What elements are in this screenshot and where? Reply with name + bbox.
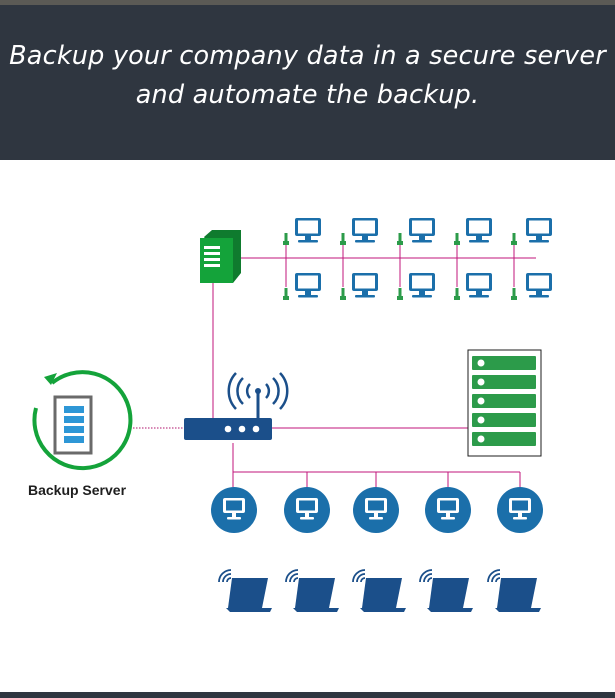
workstation-circle-icon [497, 487, 543, 533]
desktop-monitor-icon [526, 273, 552, 298]
backup-server-label: Backup Server [28, 482, 127, 498]
workstation-circle-icon [211, 487, 257, 533]
workstation-circle-icon [425, 487, 471, 533]
title-banner: Backup your company data in a secure ser… [0, 5, 615, 160]
desktop-monitor-icon [409, 218, 435, 243]
desktop-monitor-icon [409, 273, 435, 298]
bottom-edge-line [0, 692, 615, 698]
desktop-monitor-icon [295, 218, 321, 243]
banner-title-line-2: and automate the backup. [135, 80, 480, 110]
banner-title-line-1: Backup your company data in a secure ser… [9, 41, 606, 71]
wireless-laptop-icon [487, 569, 541, 612]
wireless-laptop-icon [419, 569, 473, 612]
wifi-router-icon [184, 372, 289, 440]
desktop-monitor-icon [526, 218, 552, 243]
wireless-laptop-icon [218, 569, 272, 612]
server-rack-icon [467, 349, 542, 457]
backup-sync-icon [32, 370, 133, 471]
desktop-monitor-icon [352, 218, 378, 243]
desktop-monitor-icon [295, 273, 321, 298]
wireless-laptop-icon [285, 569, 339, 612]
desktop-monitor-icon [466, 218, 492, 243]
network-links [212, 245, 536, 487]
wireless-laptop-icon [352, 569, 406, 612]
desktop-monitor-icon [466, 273, 492, 298]
workstation-circle-icon [353, 487, 399, 533]
tower-server-icon [200, 230, 241, 283]
top-edge-line [0, 0, 615, 5]
desktop-monitor-icon [352, 273, 378, 298]
banner-title: Backup your company data in a secure ser… [0, 37, 615, 115]
backup-server-icon [53, 395, 93, 455]
workstation-circle-icon [284, 487, 330, 533]
